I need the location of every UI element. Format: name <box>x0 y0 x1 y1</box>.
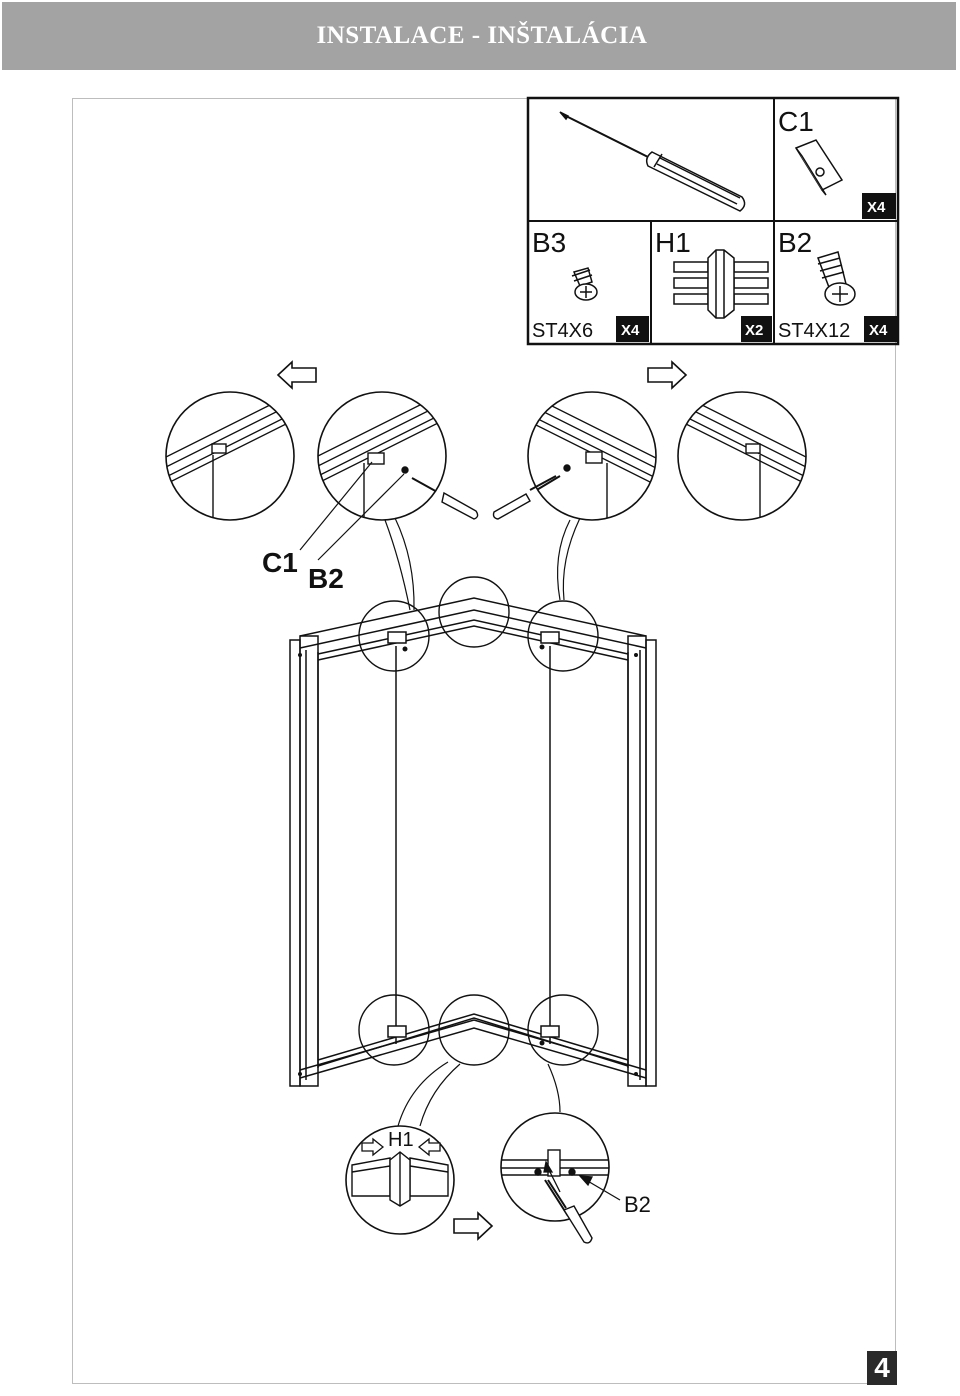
callout-h1-detail: H1 <box>388 1129 414 1151</box>
callout-b2-detail: B2 <box>624 1192 651 1217</box>
callout-b2: B2 <box>308 563 344 594</box>
part-c1-qty-badge <box>862 193 896 219</box>
part-b2-code: B2 <box>778 227 812 258</box>
pointer-arrows-icon <box>543 1160 621 1201</box>
callout-c1: C1 <box>262 547 298 578</box>
detail-circle-left <box>317 391 447 521</box>
b2-screw-icon <box>817 251 856 306</box>
detail-circle-far-left <box>165 391 295 521</box>
detail-circle-right <box>527 391 657 521</box>
part-b2-size: ST4X12 <box>778 320 850 342</box>
c1-clip-icon <box>794 139 844 196</box>
part-b3-qty-badge <box>616 316 649 342</box>
detail-circle-b2 <box>500 1112 610 1222</box>
part-b3-qty: X4 <box>621 322 640 339</box>
instruction-frame <box>72 98 896 1384</box>
part-h1-code: H1 <box>655 227 691 258</box>
part-b2-qty: X4 <box>869 322 888 339</box>
page-number: 4 <box>867 1351 897 1385</box>
screwdriver-left-icon <box>441 491 479 520</box>
part-c1-qty: X4 <box>867 199 886 216</box>
part-b3-size: ST4X6 <box>532 320 593 342</box>
arrow-right-bottom-icon <box>453 1211 494 1241</box>
screwdriver-bottom-icon <box>547 1179 593 1244</box>
bottom-callout-leaders <box>397 1061 561 1127</box>
part-b2-qty-badge <box>864 316 897 342</box>
press-arrows-icon <box>361 1137 441 1157</box>
callout-leaders <box>299 461 581 611</box>
page-header: INSTALACE - INŠTALÁCIA <box>2 2 956 70</box>
frame-highlight-circles <box>358 576 599 1066</box>
arrow-left-icon <box>276 360 317 390</box>
detail-circle-far-right <box>677 391 807 521</box>
page-title: INSTALACE - INŠTALÁCIA <box>316 22 648 49</box>
part-b3-code: B3 <box>532 227 566 258</box>
arrow-right-icon <box>647 360 688 390</box>
part-h1-qty-badge <box>741 316 772 342</box>
h1-connector-icon <box>673 249 769 319</box>
screw-marks <box>298 644 638 1076</box>
screwdriver-icon <box>559 111 746 212</box>
parts-table <box>526 96 900 346</box>
part-c1-code: C1 <box>778 106 814 137</box>
screwdriver-right-icon <box>492 475 557 520</box>
part-h1-qty: X2 <box>745 322 763 339</box>
b3-screw-icon <box>571 267 598 301</box>
shower-enclosure-frame <box>289 597 657 1087</box>
detail-circle-h1 <box>345 1125 455 1235</box>
